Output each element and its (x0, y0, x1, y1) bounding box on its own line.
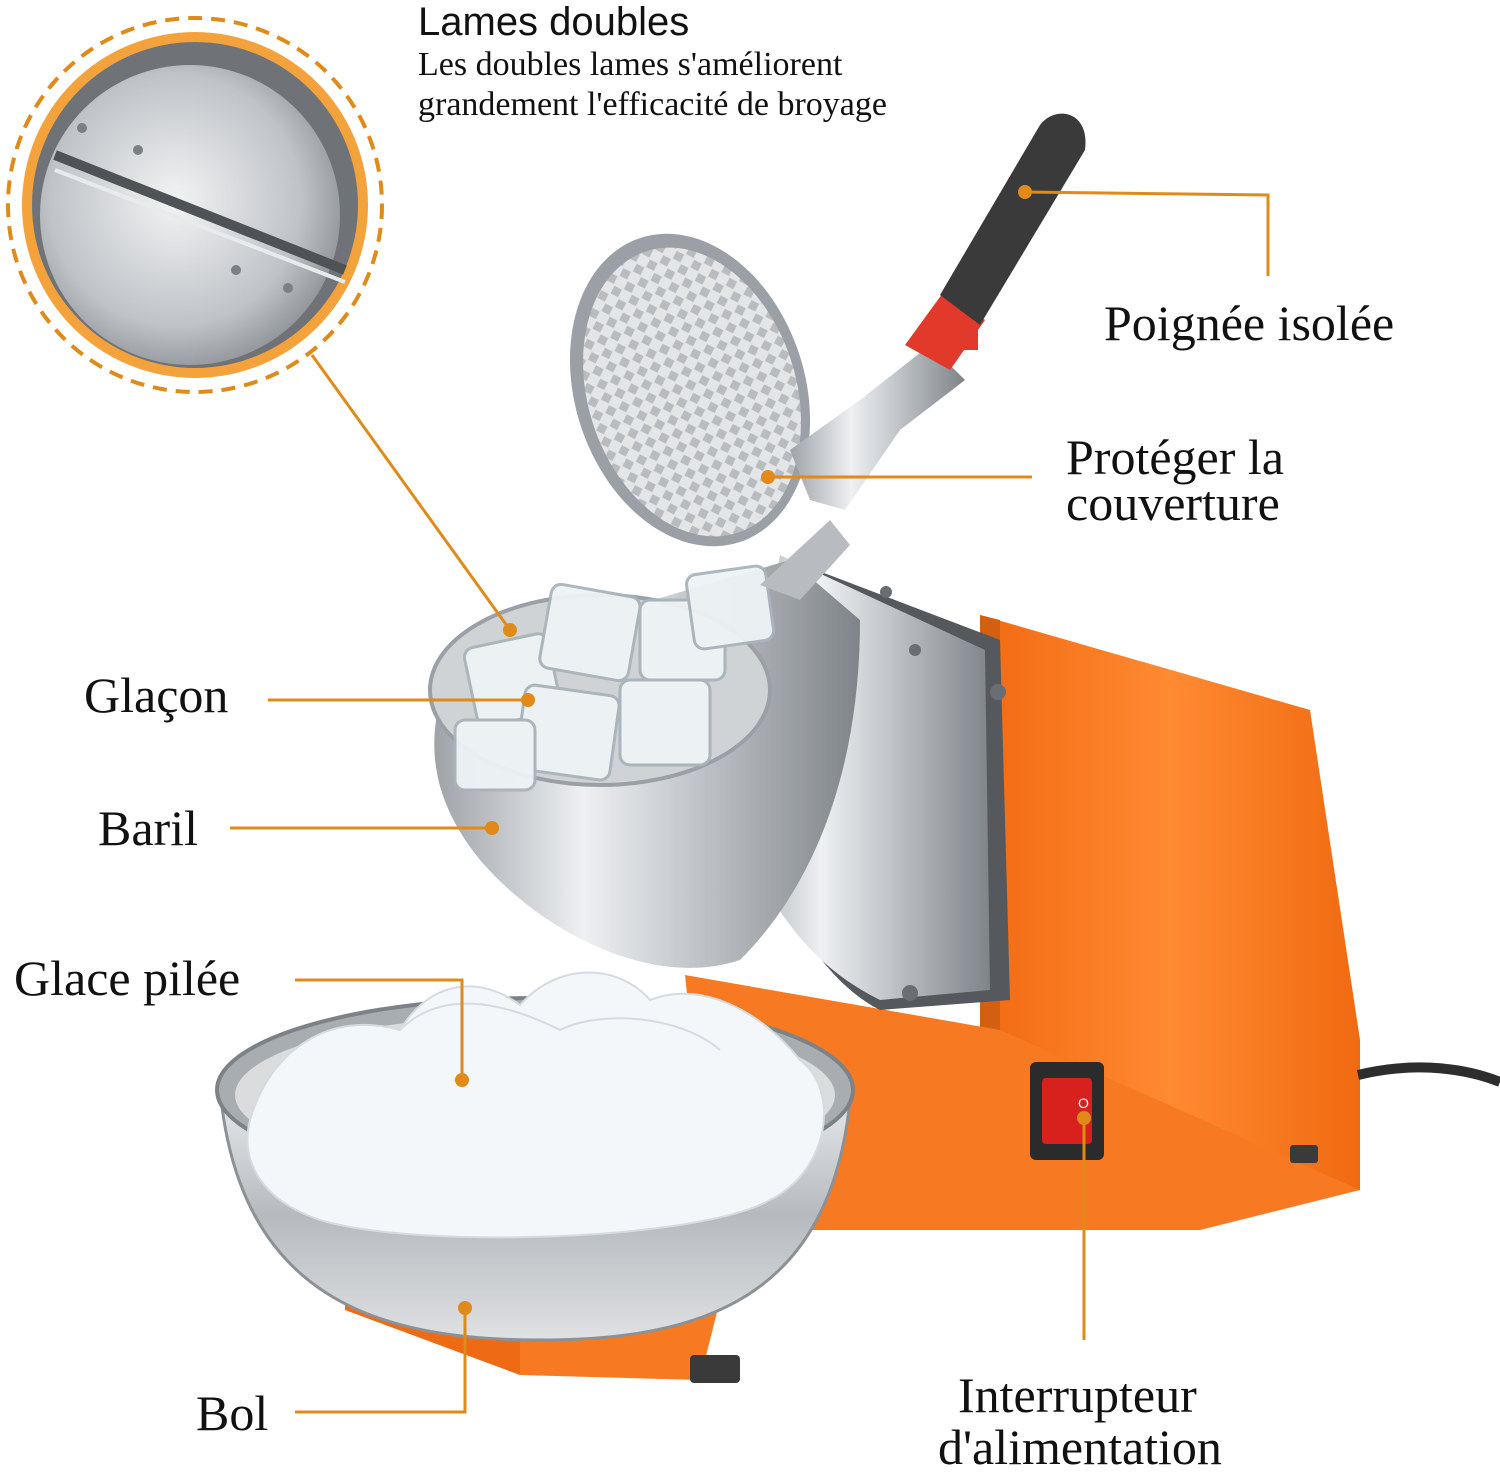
leader-dots (455, 185, 1091, 1315)
ice-cubes (453, 564, 776, 792)
protective-cover (569, 233, 850, 600)
power-switch: O (1030, 1062, 1104, 1160)
leader-lines (230, 190, 1270, 1414)
barrel-label: Baril (98, 800, 198, 856)
switch-label-line1: Interrupteur (958, 1367, 1197, 1423)
cover-label-line1: Protéger la (1066, 429, 1284, 485)
bowl-label: Bol (196, 1385, 269, 1441)
cover-label-line2: couverture (1066, 475, 1280, 531)
switch-label-line2: d'alimentation (938, 1419, 1222, 1475)
crushed-ice (246, 971, 825, 1239)
handle (790, 113, 1086, 510)
blades-title: Lames doubles (418, 0, 690, 44)
crushed-ice-label: Glace pilée (14, 950, 241, 1006)
blades-description-line2: grandement l'efficacité de broyage (418, 86, 887, 123)
blades-description-line1: Les doubles lames s'améliorent (418, 46, 843, 83)
svg-text:O: O (1078, 1095, 1089, 1111)
handle-label: Poignée isolée (1104, 295, 1395, 351)
blade-inset-image (6, 16, 384, 394)
ice-cube-label: Glaçon (84, 667, 229, 723)
